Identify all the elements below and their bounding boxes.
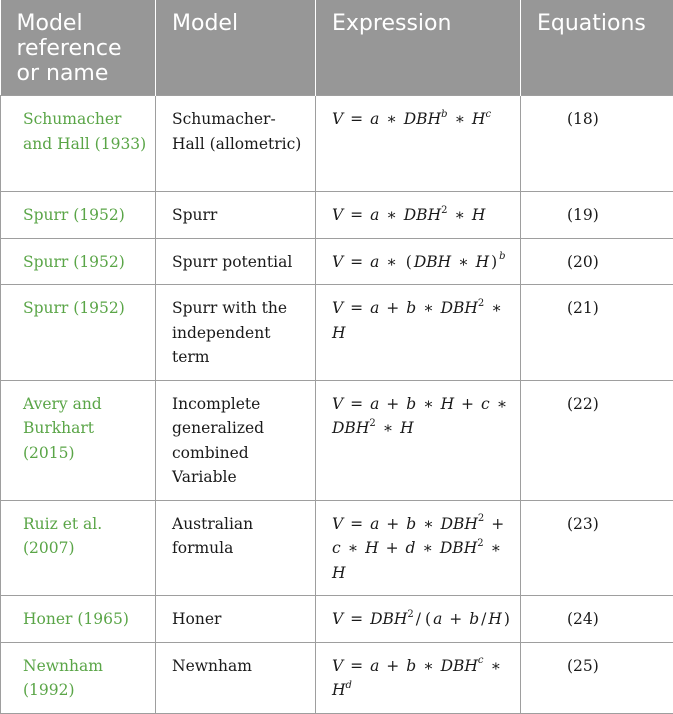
- header-expression: Expression: [316, 0, 521, 96]
- expression: V = a + b ∗ DBH2 + c ∗ H + d ∗ DBH2 ∗ H: [316, 500, 521, 596]
- equation-number: (25): [521, 642, 673, 713]
- reference-link[interactable]: Ruiz et al. (2007): [1, 500, 156, 596]
- equation-number: (24): [521, 596, 673, 643]
- model-name: Spurr with the independent term: [156, 285, 316, 381]
- header-equations: Equations: [521, 0, 673, 96]
- table-row: Spurr (1952) Spurr with the independent …: [1, 285, 673, 381]
- header-model: Model: [156, 0, 316, 96]
- equation-number: (22): [521, 380, 673, 500]
- reference-link[interactable]: Honer (1965): [1, 596, 156, 643]
- equation-number: (23): [521, 500, 673, 596]
- reference-link[interactable]: Spurr (1952): [1, 192, 156, 239]
- equation-number: (18): [521, 96, 673, 192]
- table-row: Spurr (1952) Spurr V = a ∗ DBH2 ∗ H (19): [1, 192, 673, 239]
- model-name: Australian formula: [156, 500, 316, 596]
- model-name: Newnham: [156, 642, 316, 713]
- reference-link[interactable]: Newnham (1992): [1, 642, 156, 713]
- expression: V = a + b ∗ H + c ∗ DBH2 ∗ H: [316, 380, 521, 500]
- reference-link[interactable]: Schumacher and Hall (1933): [1, 96, 156, 192]
- expression: V = a + b ∗ DBH2 ∗ H: [316, 285, 521, 381]
- expression: V = a + b ∗ DBHc ∗ Hd: [316, 642, 521, 713]
- equation-number: (19): [521, 192, 673, 239]
- reference-link[interactable]: Avery and Burkhart (2015): [1, 380, 156, 500]
- model-name: Incomplete generalized combined Variable: [156, 380, 316, 500]
- table-row: Schumacher and Hall (1933) Schumacher-Ha…: [1, 96, 673, 192]
- table-row: Honer (1965) Honer V = DBH2/(a + b/H) (2…: [1, 596, 673, 643]
- table-row: Ruiz et al. (2007) Australian formula V …: [1, 500, 673, 596]
- equation-number: (20): [521, 238, 673, 285]
- reference-link[interactable]: Spurr (1952): [1, 238, 156, 285]
- model-name: Schumacher-Hall (allometric): [156, 96, 316, 192]
- table-row: Spurr (1952) Spurr potential V = a ∗ (DB…: [1, 238, 673, 285]
- reference-link[interactable]: Spurr (1952): [1, 285, 156, 381]
- header-ref: Model reference or name: [1, 0, 156, 96]
- table-row: Avery and Burkhart (2015) Incomplete gen…: [1, 380, 673, 500]
- model-name: Spurr: [156, 192, 316, 239]
- expression: V = DBH2/(a + b/H): [316, 596, 521, 643]
- model-name: Spurr potential: [156, 238, 316, 285]
- expression: V = a ∗ (DBH ∗ H)b: [316, 238, 521, 285]
- header-row: Model reference or name Model Expression…: [1, 0, 673, 96]
- expression: V = a ∗ DBHb ∗ Hc: [316, 96, 521, 192]
- expression: V = a ∗ DBH2 ∗ H: [316, 192, 521, 239]
- model-name: Honer: [156, 596, 316, 643]
- equation-number: (21): [521, 285, 673, 381]
- table-row: Newnham (1992) Newnham V = a + b ∗ DBHc …: [1, 642, 673, 713]
